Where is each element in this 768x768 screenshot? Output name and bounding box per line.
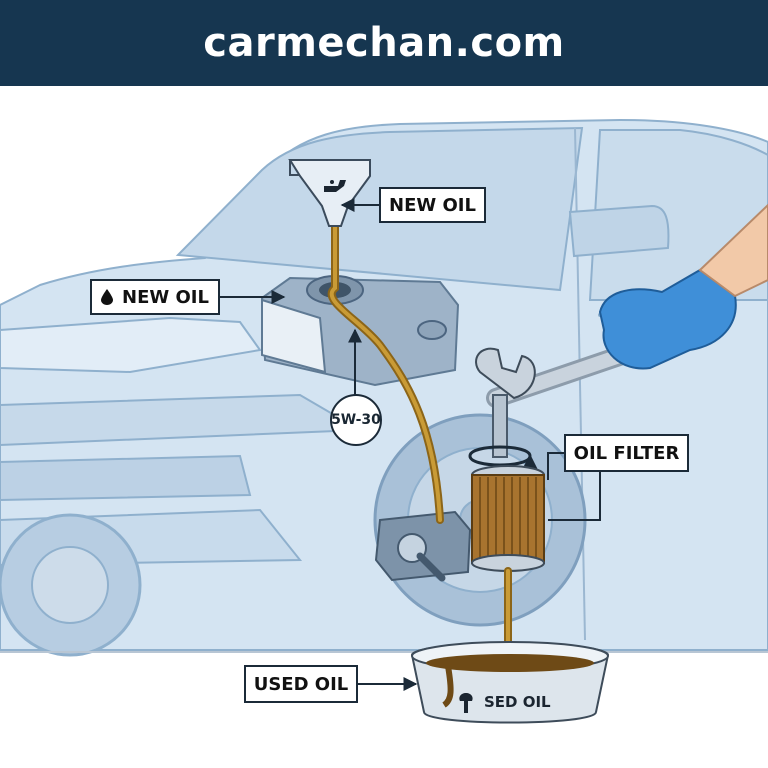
rotation-arrow-icon [468,445,541,475]
new-oil-label-left-text: NEW OIL [122,286,209,308]
oil-filter-label: OIL FILTER [564,434,689,472]
grille [0,454,252,502]
oil-cap [417,320,447,340]
front-wheel-left [0,513,142,657]
site-name: carmechan.com [203,20,565,66]
gloved-hand [598,203,768,370]
oil-pan [374,510,472,582]
oil-filter [471,465,545,572]
grade-circle [330,394,382,446]
wrench-icon [459,693,473,713]
used-oil-label-text: USED OIL [253,673,349,695]
callout-lines [220,198,601,691]
oil-can-icon [324,180,346,192]
headlight [0,316,262,374]
drain-pan-text: SED OIL [484,693,551,711]
oil-grade-text: 5W-30 [331,412,381,428]
new-oil-label-top-text: NEW OIL [389,194,476,216]
funnel [288,159,371,227]
oil-filter-label-text: OIL FILTER [573,442,680,464]
site-banner: carmechan.com [0,0,768,86]
drain-pan [410,641,610,724]
oil-stream [330,224,442,522]
new-oil-label-top: NEW OIL [379,187,486,223]
used-oil-label: USED OIL [244,665,358,703]
new-oil-label-left: NEW OIL [90,279,220,315]
side-mirror [568,204,670,258]
filter-stem [492,394,508,458]
forearm [698,203,768,298]
oil-drop-icon [101,289,114,305]
